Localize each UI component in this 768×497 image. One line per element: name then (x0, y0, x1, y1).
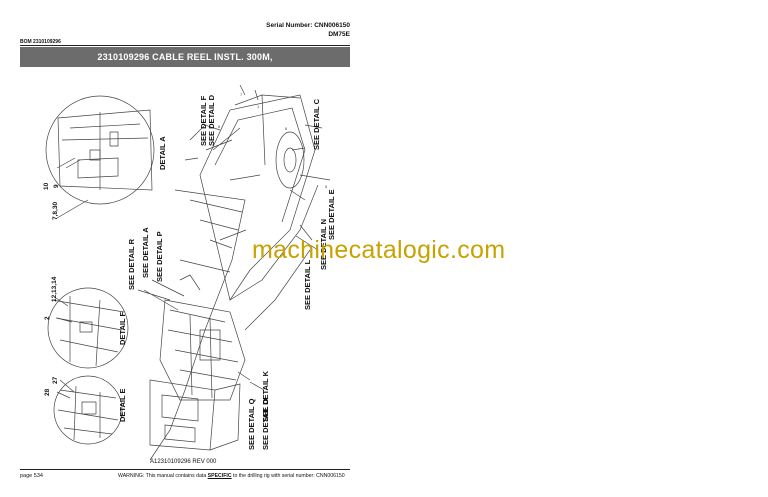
bom-number: BOM 2310109296 (20, 39, 61, 45)
label-detail-e: DETAIL E (118, 388, 127, 422)
label-see-detail-q: SEE DETAIL Q (247, 398, 256, 450)
item-number-28: 28 (44, 388, 51, 396)
model-name: DM75E (328, 31, 350, 38)
label-detail-f: DETAIL F (118, 311, 127, 345)
label-see-detail-c: SEE DETAIL C (312, 99, 321, 150)
banner-title: 2310109296 CABLE REEL INSTL. 300M, (97, 52, 273, 62)
detail-a-view (45, 95, 155, 205)
label-see-detail-e: SEE DETAIL E (327, 189, 336, 240)
item-number-2: 2 (44, 316, 51, 320)
label-see-detail-d: SEE DETAIL D (207, 95, 216, 146)
detail-e-view (53, 375, 123, 445)
footer-rule (20, 469, 350, 470)
drawing-reference: A12310109296 REV 000 (150, 459, 217, 465)
title-banner: 2310109296 CABLE REEL INSTL. 300M, (20, 47, 350, 67)
serial-number: Serial Number: CNN006150 (266, 22, 350, 29)
warning-emphasis: SPECIFIC (207, 473, 232, 479)
item-number-12-13-14: 12,13,14 (51, 276, 58, 302)
warning-prefix: WARNING: This manual contains data (118, 473, 208, 479)
item-number-7-8-30: 7,8,30 (52, 201, 59, 220)
item-number-9: 9 (53, 184, 60, 188)
item-number-10: 10 (43, 182, 50, 190)
svg-text:7: 7 (240, 92, 243, 97)
svg-text:5: 5 (325, 184, 328, 189)
label-see-detail-p: SEE DETAIL P (155, 231, 164, 282)
watermark: machinecatalogic.com (252, 236, 506, 264)
label-detail-a: DETAIL A (158, 136, 167, 170)
label-see-detail-r: SEE DETAIL R (127, 239, 136, 290)
warning-text: WARNING: This manual contains data SPECI… (118, 473, 345, 479)
item-number-27: 27 (52, 376, 59, 384)
label-see-detail-o: SEE DETAIL O (261, 398, 270, 450)
svg-text:1: 1 (257, 104, 260, 109)
header-rule (20, 45, 350, 46)
svg-text:8: 8 (285, 126, 288, 131)
label-see-detail-a-2: SEE DETAIL A (141, 227, 150, 278)
warning-suffix: to the drilling rig with serial number: … (231, 473, 345, 479)
detail-f-view (47, 287, 129, 369)
label-see-detail-l: SEE DETAIL L (303, 259, 312, 310)
svg-text:8: 8 (218, 124, 221, 129)
page-number: page 534 (20, 473, 43, 479)
